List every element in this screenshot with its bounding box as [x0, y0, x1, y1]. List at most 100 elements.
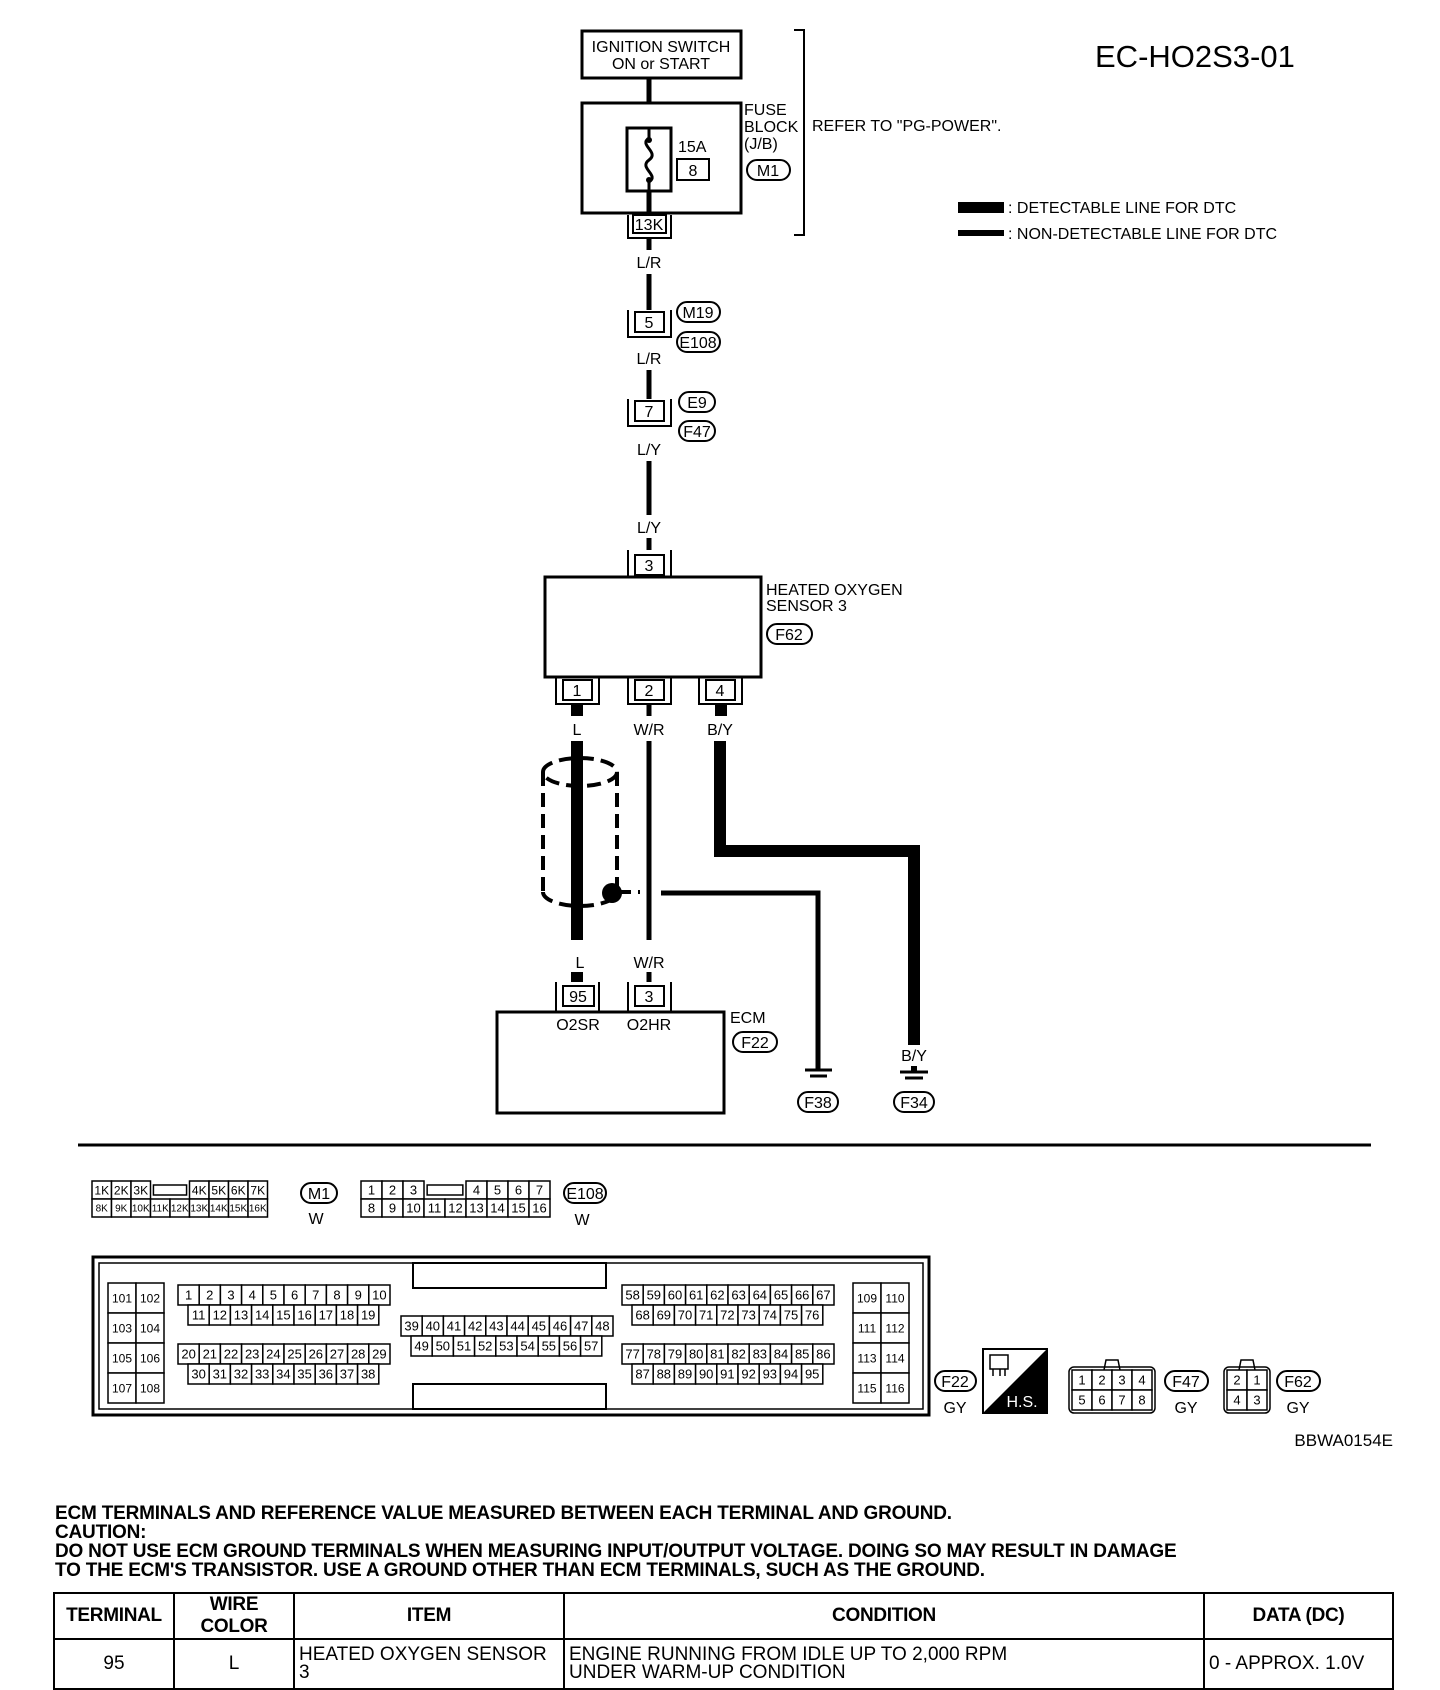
- connector-e9-label: E9: [687, 395, 707, 412]
- pin-label: 50: [436, 1339, 450, 1354]
- pin-label: 13: [469, 1201, 483, 1216]
- pin-label: 88: [657, 1367, 671, 1382]
- ignition-switch-line2: ON or START: [612, 56, 710, 73]
- pin-label: 102: [140, 1291, 160, 1305]
- pin-label: 39: [404, 1319, 418, 1334]
- pin-label: 101: [112, 1291, 132, 1305]
- pin-label: 64: [753, 1288, 767, 1303]
- pin-label: 8: [368, 1201, 375, 1216]
- connector-view-f22-color: GY: [943, 1400, 966, 1417]
- sensor-line2: SENSOR 3: [766, 598, 847, 615]
- pin-label: 4: [1138, 1373, 1145, 1388]
- pin-label: 6K: [231, 1183, 246, 1197]
- pin-label: 11: [192, 1308, 206, 1323]
- legend-non-detectable: : NON-DETECTABLE LINE FOR DTC: [1008, 226, 1277, 243]
- ecm-label-o2sr: O2SR: [556, 1017, 600, 1034]
- pin-label: 17: [319, 1308, 333, 1323]
- junction-m19-pin: 5: [645, 315, 654, 332]
- connector-view-f47-id: F47: [1172, 1374, 1200, 1391]
- pin-label: 4K: [192, 1183, 207, 1197]
- wire-label-l-2: L: [576, 955, 585, 972]
- diagram-code: EC-HO2S3-01: [1095, 39, 1295, 74]
- pin-label: 46: [553, 1319, 567, 1334]
- header-wire-color: WIRE COLOR: [173, 1592, 295, 1640]
- pin-label: 16: [297, 1308, 311, 1323]
- pin-label: 77: [625, 1347, 639, 1362]
- connector-view-f62-id: F62: [1284, 1374, 1312, 1391]
- pin-label: 24: [266, 1347, 280, 1362]
- pin-label: 2K: [114, 1183, 129, 1197]
- pin-label: 23: [245, 1347, 259, 1362]
- pin-label: 15K: [229, 1204, 247, 1215]
- cell-wire-color: L: [173, 1638, 295, 1690]
- pin-label: 60: [668, 1288, 682, 1303]
- pin-label: 78: [647, 1347, 661, 1362]
- pin-label: 15: [511, 1201, 525, 1216]
- wire-label-lr-2: L/R: [637, 351, 662, 368]
- legend-detectable-swatch: [958, 202, 1004, 213]
- pin-label: 67: [816, 1288, 830, 1303]
- pin-label: 93: [763, 1367, 777, 1382]
- pin-label: 36: [319, 1367, 333, 1382]
- ground-icon: [900, 1070, 928, 1080]
- pin-label: 26: [309, 1347, 323, 1362]
- pin-label: 110: [885, 1291, 904, 1305]
- pin-label: 74: [763, 1308, 777, 1323]
- pin-label: 75: [784, 1308, 798, 1323]
- wire-label-by-1: B/Y: [707, 722, 733, 739]
- wire-label-wr-2: W/R: [633, 955, 664, 972]
- pin-label: 66: [795, 1288, 809, 1303]
- connector-view-e108-id: E108: [566, 1186, 603, 1203]
- fuse-block-connector: M1: [757, 163, 779, 180]
- wire-label-wr-1: W/R: [633, 722, 664, 739]
- pin-label: 7: [1118, 1393, 1125, 1408]
- sensor-connector: F62: [775, 627, 803, 644]
- cell-item: HEATED OXYGEN SENSOR 3: [293, 1638, 565, 1690]
- pin-label: 56: [563, 1339, 577, 1354]
- pin-label: 16: [532, 1201, 546, 1216]
- pin-label: 7: [536, 1183, 543, 1198]
- connector-view-e108-color: W: [574, 1212, 590, 1229]
- pin-label: 40: [426, 1319, 440, 1334]
- pin-label: 14: [255, 1308, 269, 1323]
- pin-label: 89: [678, 1367, 692, 1382]
- ignition-switch-box: [580, 29, 743, 80]
- fuse-number: 8: [689, 163, 698, 180]
- hs-label: H.S.: [1006, 1394, 1037, 1411]
- pin-label: 6: [515, 1183, 522, 1198]
- sensor-pin-4-block: 4: [698, 677, 743, 705]
- pin-label: 13K: [190, 1204, 208, 1215]
- pin-label: 73: [741, 1308, 755, 1323]
- shield-icon: [541, 756, 640, 908]
- pin-label: 95: [805, 1367, 819, 1382]
- sensor-pin-2: 2: [645, 683, 654, 700]
- pin-label: 31: [213, 1367, 227, 1382]
- ground-f34: F34: [900, 1095, 928, 1112]
- ecm-pin-3: 3: [645, 989, 654, 1006]
- pin-label: 103: [112, 1321, 132, 1335]
- pin-label: 86: [816, 1347, 830, 1362]
- pin-label: 111: [858, 1321, 877, 1335]
- pin-label: 53: [499, 1339, 513, 1354]
- fuse-block-line2: BLOCK: [744, 119, 799, 136]
- connector-view-f22-id: F22: [941, 1374, 969, 1391]
- pin-label: 12K: [171, 1204, 189, 1215]
- cell-terminal: 95: [53, 1638, 175, 1690]
- pin-label: 3K: [133, 1183, 148, 1197]
- pin-label: 57: [584, 1339, 598, 1354]
- pin-label: 87: [635, 1367, 649, 1382]
- pin-label: 47: [574, 1319, 588, 1334]
- harness-side-icon: [982, 1348, 1048, 1414]
- pin-label: 1: [368, 1183, 375, 1198]
- pin-label: 6: [291, 1288, 298, 1303]
- pin-label: 94: [784, 1367, 798, 1382]
- pin-label: 11K: [152, 1204, 169, 1215]
- cell-data: 0 - APPROX. 1.0V: [1203, 1638, 1394, 1690]
- pin-label: 58: [625, 1288, 639, 1303]
- pin-label: 10K: [132, 1204, 150, 1215]
- fuse-block-line3: (J/B): [744, 136, 778, 153]
- pin-label: 13: [234, 1308, 248, 1323]
- pin-label: 105: [112, 1351, 132, 1365]
